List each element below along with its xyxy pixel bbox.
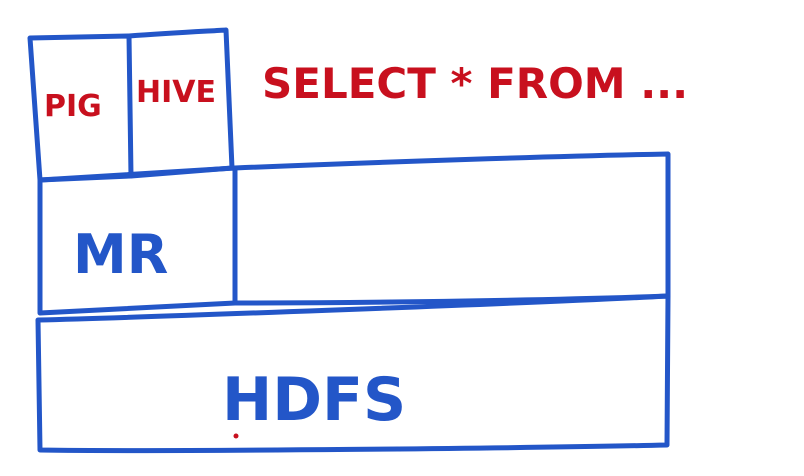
hdfs-box [35, 293, 671, 454]
pig-label: PIG [44, 89, 102, 124]
red-dot [233, 433, 239, 439]
hdfs-label: HDFS [222, 365, 406, 435]
select-from-annotation: SELECT * FROM ... [262, 59, 688, 108]
hive-label: HIVE [136, 75, 216, 110]
mr-label: MR [73, 223, 168, 286]
empty-upper-box [232, 151, 671, 306]
hive-box [126, 27, 235, 179]
